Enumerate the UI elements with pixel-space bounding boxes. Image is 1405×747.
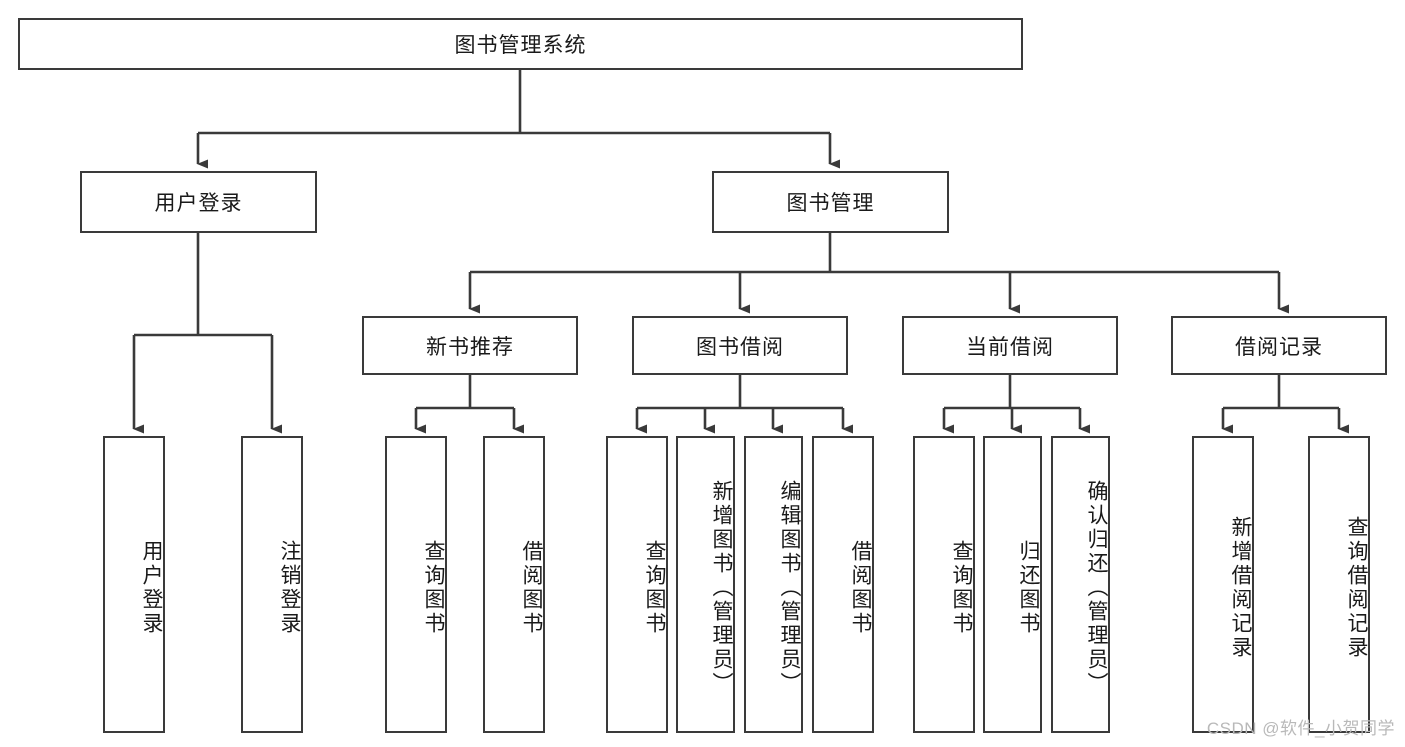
leaf-node-confirm-return-admin[interactable]: 确认归还（管理员） xyxy=(1051,436,1110,733)
node-label: 用户登录 xyxy=(140,539,163,636)
leaf-node-logout-login[interactable]: 注销登录 xyxy=(241,436,303,733)
watermark-text: CSDN @软件_小贺同学 xyxy=(1206,719,1395,738)
node-current-borrow[interactable]: 当前借阅 xyxy=(902,316,1118,375)
leaf-node-edit-book-admin[interactable]: 编辑图书（管理员） xyxy=(744,436,803,733)
leaf-node-borrow-book-recommend[interactable]: 借阅图书 xyxy=(483,436,545,733)
node-root-system[interactable]: 图书管理系统 xyxy=(18,18,1023,70)
edge-user-login-to-leaves xyxy=(132,233,282,434)
node-book-borrow[interactable]: 图书借阅 xyxy=(632,316,848,375)
node-label: 编辑图书（管理员） xyxy=(778,479,801,696)
leaf-node-add-book-admin[interactable]: 新增图书（管理员） xyxy=(676,436,735,733)
node-label: 图书借阅 xyxy=(696,335,784,359)
node-label: 图书管理 xyxy=(786,192,875,215)
node-label: 用户登录 xyxy=(154,192,243,215)
node-label: 注销登录 xyxy=(278,539,301,636)
node-label: 借阅记录 xyxy=(1235,335,1323,359)
node-label: 查询图书 xyxy=(643,539,666,636)
node-label: 图书管理系统 xyxy=(454,34,587,57)
leaf-node-query-borrow-record[interactable]: 查询借阅记录 xyxy=(1308,436,1370,733)
node-label: 新增借阅记录 xyxy=(1229,515,1252,660)
node-label: 新增图书（管理员） xyxy=(710,479,733,696)
node-label: 归还图书 xyxy=(1017,539,1040,636)
node-user-login[interactable]: 用户登录 xyxy=(80,171,317,233)
node-book-management[interactable]: 图书管理 xyxy=(712,171,949,233)
node-label: 查询图书 xyxy=(422,539,445,636)
node-borrow-record[interactable]: 借阅记录 xyxy=(1171,316,1387,375)
node-label: 新书推荐 xyxy=(426,335,514,359)
leaf-node-borrow-book[interactable]: 借阅图书 xyxy=(812,436,874,733)
leaf-node-query-book-recommend[interactable]: 查询图书 xyxy=(385,436,447,733)
leaf-node-user-login[interactable]: 用户登录 xyxy=(103,436,165,733)
edge-current-borrow-to-leaves xyxy=(942,375,1090,434)
leaf-node-add-borrow-record[interactable]: 新增借阅记录 xyxy=(1192,436,1254,733)
edge-book-borrow-to-leaves xyxy=(635,375,853,434)
edge-new-book-recommend-to-leaves xyxy=(414,375,524,434)
node-label: 查询图书 xyxy=(950,539,973,636)
edge-root-to-level2 xyxy=(196,70,840,169)
leaf-node-query-book-current[interactable]: 查询图书 xyxy=(913,436,975,733)
node-label: 借阅图书 xyxy=(849,539,872,636)
leaf-node-return-book[interactable]: 归还图书 xyxy=(983,436,1042,733)
node-new-book-recommend[interactable]: 新书推荐 xyxy=(362,316,578,375)
edge-borrow-record-to-leaves xyxy=(1221,375,1349,434)
node-label: 当前借阅 xyxy=(966,335,1054,359)
node-label: 查询借阅记录 xyxy=(1345,515,1368,660)
edge-book-management-to-level3 xyxy=(468,233,1289,314)
node-label: 确认归还（管理员） xyxy=(1085,479,1108,696)
leaf-node-query-book-borrow[interactable]: 查询图书 xyxy=(606,436,668,733)
node-label: 借阅图书 xyxy=(520,539,543,636)
